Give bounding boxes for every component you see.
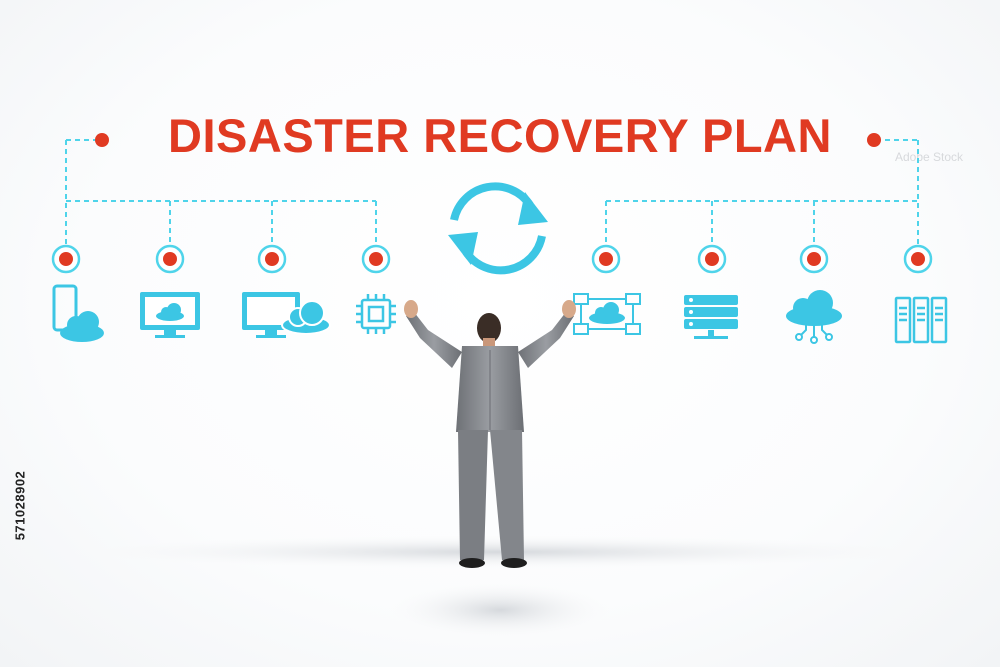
page-title: DISASTER RECOVERY PLAN <box>168 109 832 162</box>
floor-shadow <box>30 534 970 570</box>
title-dot-right <box>867 133 881 147</box>
chip-icon <box>356 294 396 334</box>
phone-cloud-icon <box>52 284 104 342</box>
computer-cloud-icon <box>242 292 331 338</box>
monitor-cloud-icon <box>140 292 200 338</box>
refresh-cycle-icon <box>450 182 546 275</box>
server-rack-icon <box>894 296 948 344</box>
node-circles <box>51 244 933 274</box>
businessman-figure <box>404 300 576 568</box>
refresh-arrow-head <box>518 192 548 225</box>
watermark: Adobe Stock <box>895 150 964 164</box>
connector-lines <box>65 139 919 245</box>
figure-shadow <box>380 580 620 640</box>
network-cloud-icon <box>573 293 641 335</box>
server-stack-icon <box>684 295 738 339</box>
cloud-network-icon <box>786 290 842 344</box>
title-dot-left <box>95 133 109 147</box>
refresh-arrow-tail <box>448 232 478 265</box>
